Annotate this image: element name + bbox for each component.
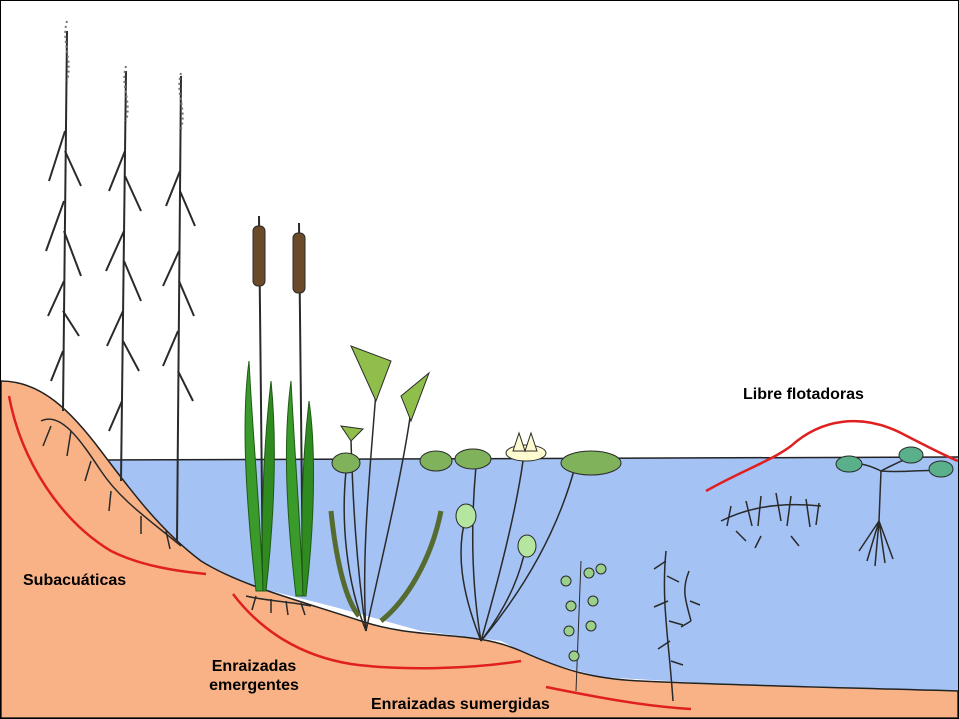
label-enraizadas-emergentes: Enraizadas emergentes xyxy=(194,657,314,695)
lily-flower xyxy=(506,433,546,461)
tall-reed-2 xyxy=(106,66,141,481)
lily-pad xyxy=(420,451,452,471)
cattail-2 xyxy=(286,223,313,596)
lily-pad xyxy=(455,449,491,469)
label-subacuaticas: Subacuáticas xyxy=(23,571,126,590)
tall-reed-1 xyxy=(46,21,81,411)
label-enraizadas-sumergidas: Enraizadas sumergidas xyxy=(371,695,550,714)
label-libre-flotadoras: Libre flotadoras xyxy=(743,385,864,404)
label-enraizadas-emergentes-line1: Enraizadas xyxy=(194,657,314,676)
label-enraizadas-emergentes-line2: emergentes xyxy=(194,676,314,695)
submerged-leaf xyxy=(518,535,536,557)
submerged-leaf xyxy=(456,504,476,528)
lily-pad xyxy=(561,451,621,475)
